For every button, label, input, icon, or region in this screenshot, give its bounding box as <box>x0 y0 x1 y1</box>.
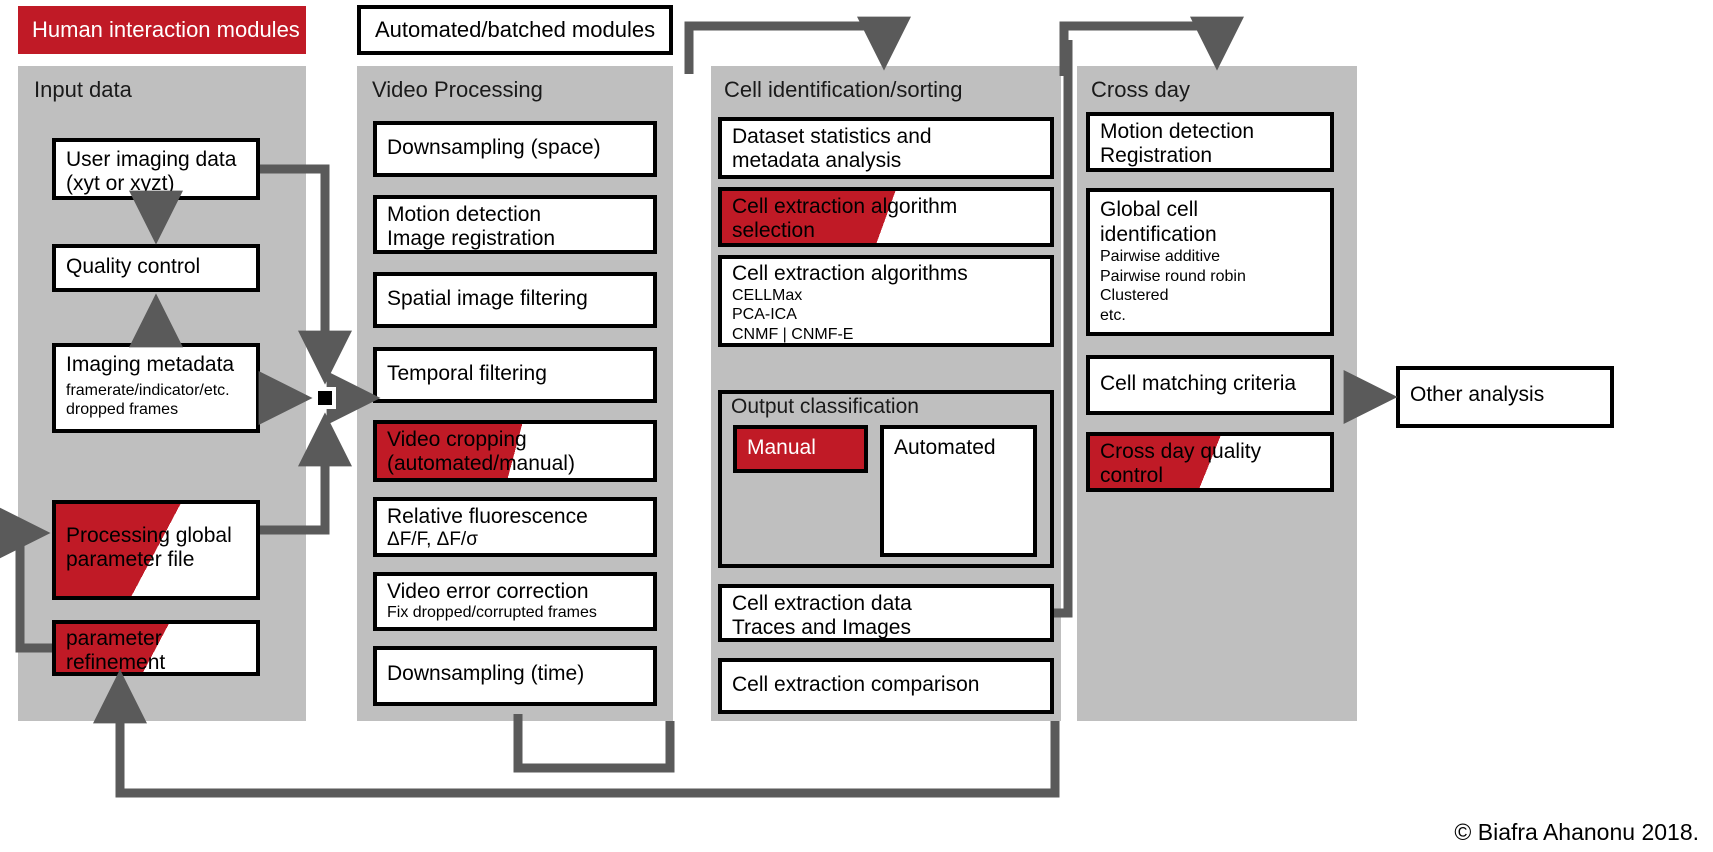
merge-junction-node <box>314 387 336 409</box>
node-cell-extraction-algorithms-title: Cell extraction algorithms <box>732 262 968 285</box>
node-cell-matching-criteria[interactable]: Cell matching criteria <box>1086 355 1334 415</box>
node-cell-extraction-algorithm-selection-title: Cell extraction algorithm selection <box>732 195 958 242</box>
node-cell-extraction-comparison[interactable]: Cell extraction comparison <box>718 658 1054 714</box>
node-cell-extraction-algorithm-selection[interactable]: Cell extraction algorithm selection <box>718 187 1054 247</box>
node-global-cell-identification-sub: Pairwise additive Pairwise round robin C… <box>1100 248 1246 324</box>
node-motion-detection-image-registration[interactable]: Motion detection Image registration <box>373 195 657 254</box>
node-temporal-filtering[interactable]: Temporal filtering <box>373 347 657 403</box>
node-quality-control[interactable]: Quality control <box>52 244 260 292</box>
node-user-imaging-data[interactable]: User imaging data (xyt or xyzt) <box>52 138 260 200</box>
node-parameter-refinement-title: parameter refinement <box>66 627 166 674</box>
node-other-analysis-title: Other analysis <box>1410 383 1545 406</box>
copyright-text: © Biafra Ahanonu 2018. <box>1454 819 1699 845</box>
node-automated[interactable]: Automated <box>880 425 1037 557</box>
node-dataset-statistics[interactable]: Dataset statistics and metadata analysis <box>718 117 1054 179</box>
legend-automated-label: Automated/batched modules <box>375 17 656 42</box>
node-downsampling-time-title: Downsampling (time) <box>387 662 585 685</box>
panel-title-video-processing: Video Processing <box>372 77 543 102</box>
subpanel-title-output-classification: Output classification <box>731 395 919 418</box>
node-manual-title: Manual <box>747 436 816 459</box>
legend-human-label: Human interaction modules <box>32 17 300 42</box>
node-user-imaging-data-title: User imaging data <box>66 148 237 171</box>
node-spatial-image-filtering[interactable]: Spatial image filtering <box>373 272 657 328</box>
panel-title-cross-day: Cross day <box>1091 77 1191 102</box>
node-relative-fluorescence-title: Relative fluorescence <box>387 505 588 528</box>
node-imaging-metadata-sub: framerate/indicator/etc. dropped frames <box>66 381 230 419</box>
node-processing-global-parameter-file[interactable]: Processing global parameter file <box>52 500 260 600</box>
node-quality-control-title: Quality control <box>66 255 201 278</box>
node-cell-extraction-algorithms[interactable]: Cell extraction algorithms CELLMax PCA-I… <box>718 255 1054 347</box>
node-imaging-metadata-title: Imaging metadata <box>66 353 235 376</box>
node-cross-day-quality-control-title: Cross day quality control <box>1100 440 1262 487</box>
node-cell-extraction-data[interactable]: Cell extraction data Traces and Images <box>718 584 1054 642</box>
node-cell-matching-criteria-title: Cell matching criteria <box>1100 372 1297 395</box>
node-cross-day-quality-control[interactable]: Cross day quality control <box>1086 432 1334 492</box>
node-downsampling-time[interactable]: Downsampling (time) <box>373 646 657 706</box>
node-temporal-filtering-title: Temporal filtering <box>387 362 547 385</box>
node-global-cell-identification-title: Global cell identification <box>1100 198 1217 247</box>
node-video-error-correction[interactable]: Video error correction Fix dropped/corru… <box>373 572 657 631</box>
legend-human-interaction-modules: Human interaction modules <box>18 6 306 54</box>
node-cell-extraction-algorithms-sub: CELLMax PCA-ICA CNMF | CNMF-E EXTRACT | … <box>732 286 854 343</box>
node-relative-fluorescence[interactable]: Relative fluorescence ΔF/F, ΔF/σ <box>373 497 657 557</box>
node-user-imaging-data-sub: (xyt or xyzt) <box>66 171 175 195</box>
node-cell-extraction-comparison-title: Cell extraction comparison <box>732 673 980 696</box>
wire-cellid-feedback <box>513 714 675 773</box>
node-relative-fluorescence-sub: ΔF/F, ΔF/σ <box>387 528 478 550</box>
node-downsampling-space-title: Downsampling (space) <box>387 136 601 159</box>
node-global-cell-identification[interactable]: Global cell identification Pairwise addi… <box>1086 188 1334 336</box>
node-processing-global-parameter-file-title: Processing global parameter file <box>66 524 232 571</box>
legend-automated-batched-modules: Automated/batched modules <box>357 5 673 55</box>
node-parameter-refinement[interactable]: parameter refinement <box>52 620 260 676</box>
node-cell-extraction-data-title: Cell extraction data Traces and Images <box>732 592 912 639</box>
panel-title-input-data: Input data <box>34 77 132 102</box>
node-automated-title: Automated <box>894 436 996 459</box>
node-dataset-statistics-title: Dataset statistics and metadata analysis <box>732 125 932 172</box>
node-video-cropping-title: Video cropping (automated/manual) <box>387 428 575 475</box>
node-video-error-correction-sub: Fix dropped/corrupted frames <box>387 603 597 621</box>
node-manual[interactable]: Manual <box>733 425 868 473</box>
node-motion-detection-registration-title: Motion detection Registration <box>1100 120 1255 167</box>
node-other-analysis[interactable]: Other analysis <box>1396 366 1614 428</box>
node-imaging-metadata[interactable]: Imaging metadata framerate/indicator/etc… <box>52 343 260 433</box>
node-downsampling-space[interactable]: Downsampling (space) <box>373 121 657 177</box>
node-motion-detection-registration[interactable]: Motion detection Registration <box>1086 112 1334 172</box>
node-video-error-correction-title: Video error correction <box>387 580 589 603</box>
node-spatial-image-filtering-title: Spatial image filtering <box>387 287 588 310</box>
node-motion-detection-image-registration-title: Motion detection Image registration <box>387 203 556 250</box>
node-video-cropping[interactable]: Video cropping (automated/manual) <box>373 420 657 482</box>
panel-title-cell-identification-sorting: Cell identification/sorting <box>724 77 963 102</box>
